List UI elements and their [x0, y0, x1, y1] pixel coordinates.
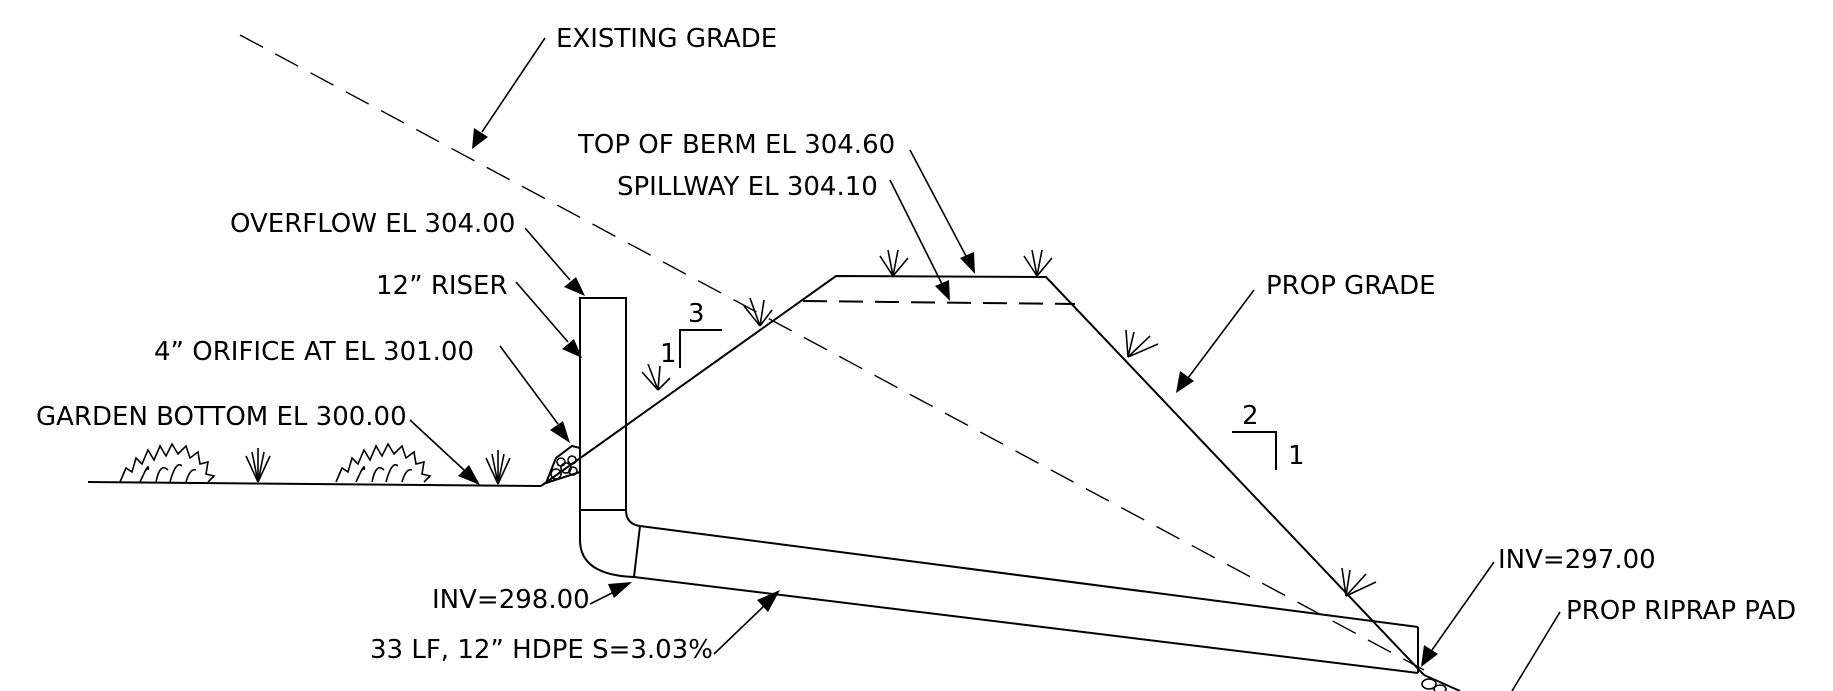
- top-of-berm-label: TOP OF BERM EL 304.60: [577, 130, 895, 160]
- spillway-label: SPILLWAY EL 304.10: [617, 172, 878, 202]
- garden-bottom-leader: GARDEN BOTTOM EL 300.00: [36, 402, 480, 485]
- prop-grade-leader: PROP GRADE: [1176, 271, 1436, 393]
- pipe-label: 33 LF, 12” HDPE S=3.03%: [370, 635, 713, 665]
- overflow-leader: OVERFLOW EL 304.00: [230, 209, 585, 296]
- orifice-label: 4” ORIFICE AT EL 301.00: [154, 337, 474, 367]
- spillway-level-line: [802, 300, 1076, 305]
- existing-grade-leader: EXISTING GRADE: [472, 24, 777, 149]
- pipe-leader: 33 LF, 12” HDPE S=3.03%: [370, 590, 780, 665]
- top-of-berm-leader: TOP OF BERM EL 304.60: [577, 130, 975, 274]
- shrub-and-grass-symbols: [119, 442, 511, 485]
- right-slope-symbol: 2 1: [1232, 401, 1305, 471]
- riser-label: 12” RISER: [376, 271, 508, 301]
- gravel-symbol: [544, 444, 581, 485]
- grass-tuft-symbol: [641, 249, 1377, 597]
- right-slope-rise: 1: [1288, 441, 1305, 471]
- right-slope-run: 2: [1242, 401, 1259, 431]
- riser-structure: [579, 297, 641, 578]
- overflow-label: OVERFLOW EL 304.00: [230, 209, 515, 239]
- inv-outlet-leader: INV=297.00: [1421, 545, 1656, 667]
- inv-inlet-leader: INV=298.00: [432, 582, 632, 615]
- left-slope-run: 3: [688, 299, 705, 329]
- riprap-pad: [1421, 678, 1447, 691]
- spillway-leader: SPILLWAY EL 304.10: [617, 172, 950, 301]
- riser-leader: 12” RISER: [376, 271, 582, 358]
- left-slope-rise: 1: [660, 339, 677, 369]
- existing-grade-line: [239, 34, 1425, 671]
- hdpe-outlet-pipe: [633, 525, 1419, 674]
- inv-outlet-label: INV=297.00: [1498, 545, 1656, 575]
- prop-grade-label: PROP GRADE: [1266, 271, 1436, 301]
- orifice-leader: 4” ORIFICE AT EL 301.00: [154, 337, 570, 443]
- left-slope-symbol: 3 1: [660, 299, 722, 369]
- existing-grade-label: EXISTING GRADE: [556, 24, 777, 54]
- proposed-grade-profile: [87, 274, 1461, 691]
- garden-bottom-label: GARDEN BOTTOM EL 300.00: [36, 402, 407, 432]
- inv-inlet-label: INV=298.00: [432, 585, 590, 615]
- riprap-leader: PROP RIPRAP PAD: [1511, 596, 1796, 691]
- riprap-label: PROP RIPRAP PAD: [1566, 596, 1796, 626]
